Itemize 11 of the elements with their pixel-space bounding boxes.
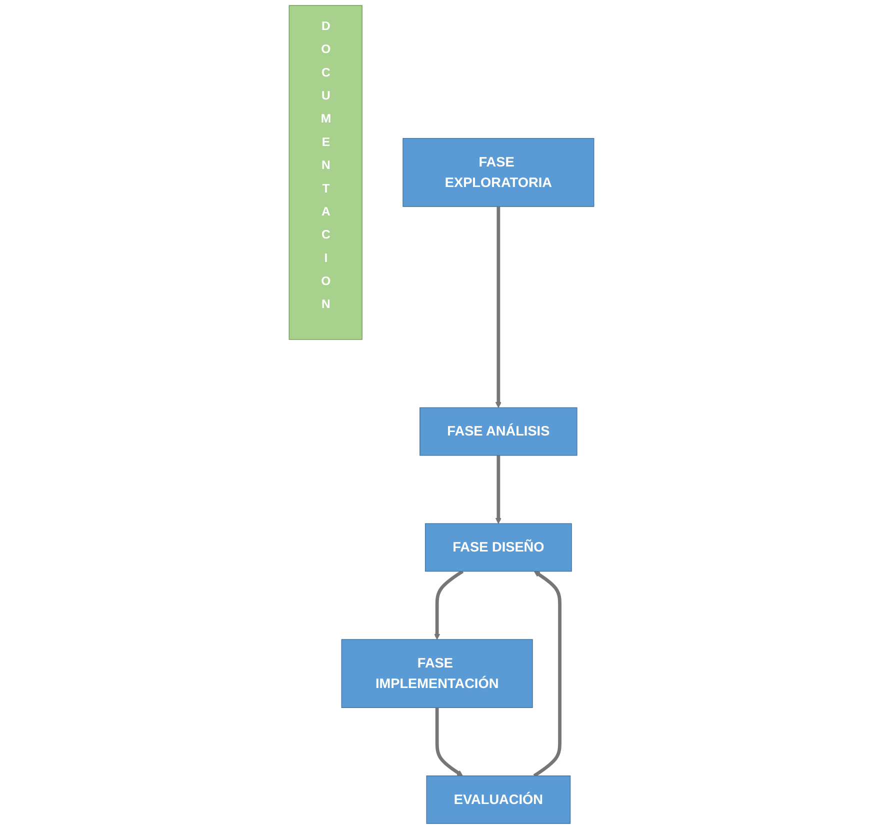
arrow [435, 708, 463, 776]
node-box: FASE IMPLEMENTACIÓN [341, 639, 533, 708]
node-box: FASE EXPLORATORIA [402, 138, 594, 207]
arrow [533, 571, 562, 778]
node-box: FASE DISEÑO [424, 523, 572, 572]
arrow [495, 206, 502, 408]
arrow [495, 455, 502, 524]
node-box: FASE ANÁLISIS [420, 407, 578, 456]
node-box: DOCUMENTACION [288, 5, 362, 340]
node-box: EVALUACIÓN [426, 775, 571, 824]
arrow [434, 570, 464, 640]
